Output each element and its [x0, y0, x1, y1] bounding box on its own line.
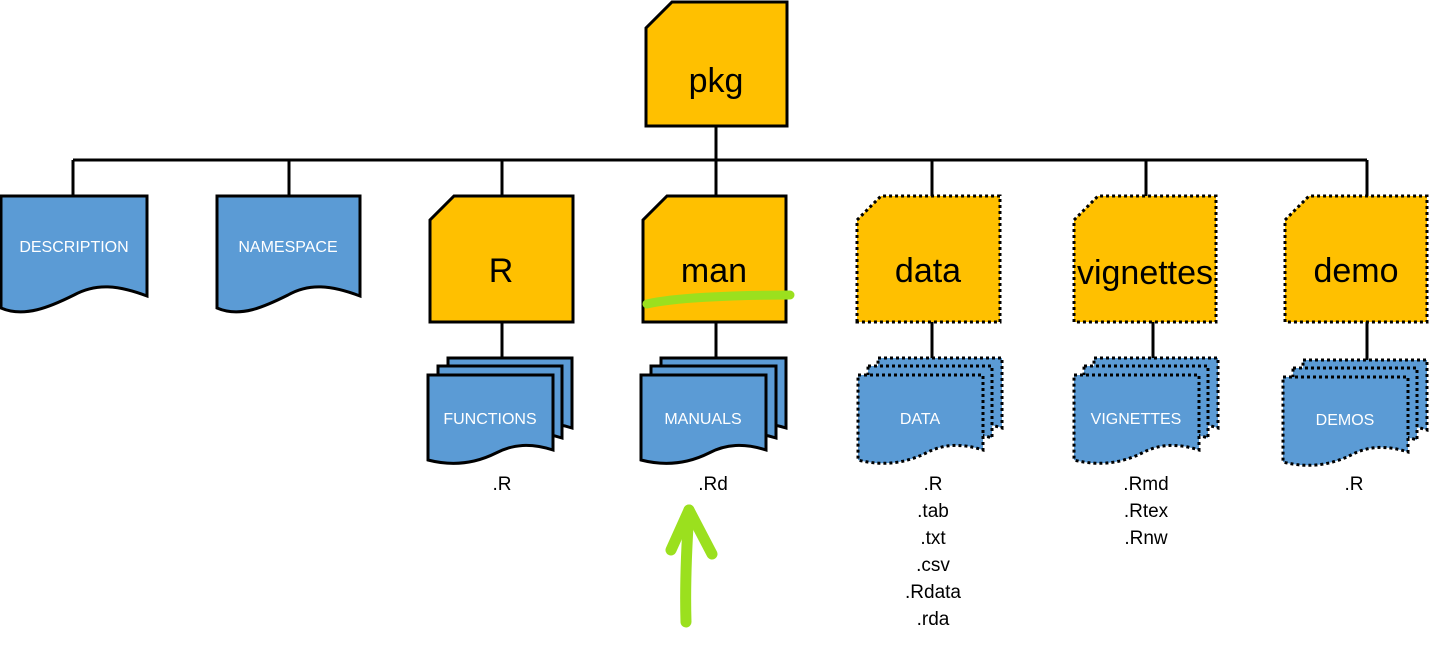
folder-demo: demo — [1283, 194, 1429, 324]
file-description: DESCRIPTION — [0, 194, 149, 314]
file-namespace: NAMESPACE — [215, 194, 362, 314]
ext-item: .R — [493, 474, 512, 495]
doc-stack-data: DATA — [856, 356, 1004, 465]
ext-list-data: .R .tab .txt .csv .Rdata .rda — [905, 474, 961, 630]
ext-item: .Rd — [698, 474, 728, 495]
ext-item: .rda — [917, 609, 950, 630]
folder-man: man — [641, 194, 788, 324]
ext-item: .Rnw — [1124, 528, 1168, 549]
ext-item: .Rtex — [1124, 501, 1169, 522]
ext-item: .txt — [920, 528, 946, 549]
folder-demo-label: demo — [1313, 252, 1398, 290]
ext-item: .Rdata — [905, 582, 961, 603]
file-description-label: DESCRIPTION — [19, 239, 128, 256]
doc-stack-manuals: MANUALS — [639, 356, 788, 465]
ext-list-r: .R — [493, 474, 512, 495]
folder-pkg: pkg — [644, 0, 789, 128]
doc-stack-vignettes-label: VIGNETTES — [1091, 411, 1182, 428]
doc-stack-data-label: DATA — [900, 411, 941, 428]
file-namespace-label: NAMESPACE — [238, 239, 337, 256]
folder-r-label: R — [489, 252, 514, 290]
folder-pkg-label: pkg — [689, 62, 744, 100]
ext-list-vignettes: .Rmd .Rtex .Rnw — [1123, 474, 1168, 549]
ext-item: .csv — [916, 555, 950, 576]
arrow-annotation — [665, 504, 718, 628]
doc-stack-manuals-label: MANUALS — [664, 411, 741, 428]
doc-stack-functions: FUNCTIONS — [426, 356, 574, 465]
ext-list-demo: .R — [1345, 474, 1364, 495]
folder-r: R — [428, 194, 575, 324]
doc-stack-demos: DEMOS — [1281, 358, 1429, 467]
folder-vignettes-label: vignettes — [1077, 254, 1213, 292]
ext-list-man: .Rd — [698, 474, 728, 495]
ext-item: .Rmd — [1123, 474, 1168, 495]
ext-item: .R — [924, 474, 943, 495]
folder-data-label: data — [895, 252, 961, 290]
folder-data: data — [855, 194, 1002, 324]
connector-lines — [71, 126, 1369, 360]
doc-stack-vignettes: VIGNETTES — [1072, 356, 1220, 465]
ext-item: .tab — [917, 501, 949, 522]
folder-man-label: man — [681, 252, 747, 290]
doc-stack-functions-label: FUNCTIONS — [443, 411, 536, 428]
folder-vignettes: vignettes — [1072, 194, 1218, 324]
highlight-underline — [642, 290, 795, 309]
ext-item: .R — [1345, 474, 1364, 495]
doc-stack-demos-label: DEMOS — [1316, 412, 1375, 429]
